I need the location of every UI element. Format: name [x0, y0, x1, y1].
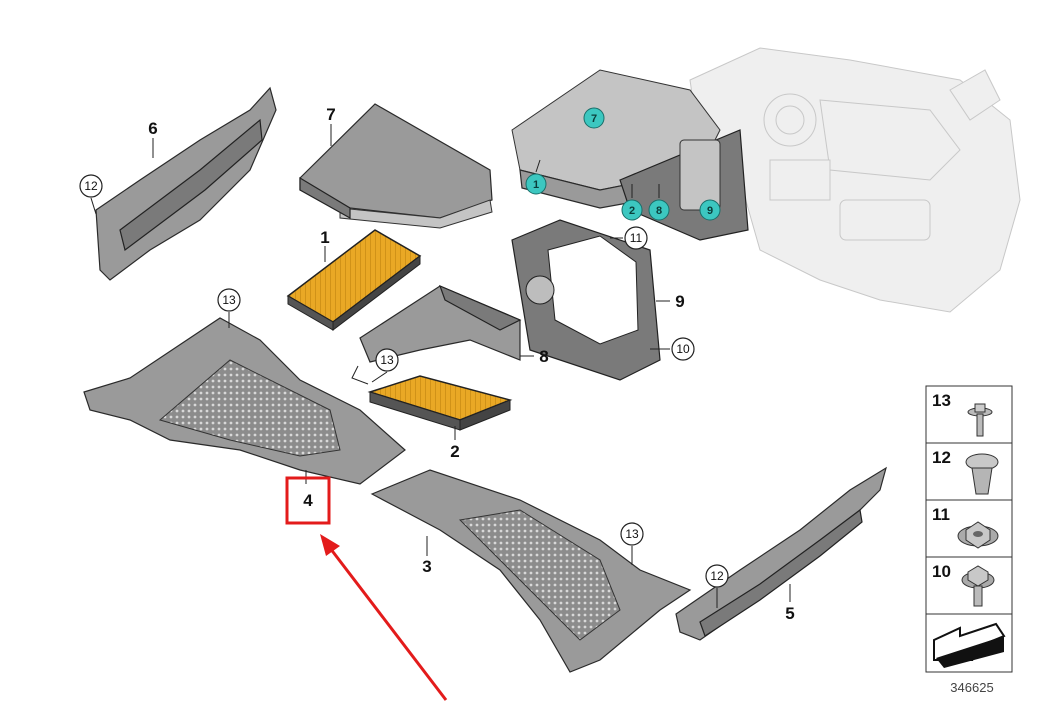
part-3-cowl-center: [370, 469, 692, 673]
part-label-7: 7: [326, 105, 335, 124]
part-label-2: 2: [450, 442, 459, 461]
direction-arrow-icon: [933, 622, 1006, 668]
callout-13-right-text: 13: [625, 527, 639, 541]
part-label-9: 9: [675, 292, 684, 311]
part-label-8: 8: [539, 347, 548, 366]
teal-marker-8-text: 8: [656, 205, 662, 217]
legend-row-12-label: 12: [932, 448, 951, 467]
teal-marker-1-text: 1: [533, 179, 539, 191]
teal-marker-7-text: 7: [591, 113, 597, 125]
fastener-legend: 13 12 11 10: [925, 385, 1013, 673]
part-label-3: 3: [422, 557, 431, 576]
teal-marker-2-text: 2: [629, 205, 635, 217]
callout-12-lower: 12: [705, 564, 729, 588]
callout-10-text: 10: [676, 342, 690, 356]
callout-10: 10: [671, 337, 695, 361]
teal-marker-8: 8: [648, 199, 670, 221]
legend-row-11-label: 11: [932, 505, 950, 524]
teal-marker-7: 7: [583, 107, 605, 129]
reference-number: 346625: [950, 680, 993, 695]
teal-marker-9-text: 9: [707, 205, 713, 217]
callout-12-lower-text: 12: [710, 569, 724, 583]
nut-icon: [957, 521, 999, 549]
teal-marker-9: 9: [699, 199, 721, 221]
callout-12-upper-text: 12: [84, 179, 98, 193]
part-1-cabin-filter: [286, 229, 422, 332]
part-2-filter: [367, 375, 513, 431]
legend-row-10-label: 10: [932, 562, 951, 581]
push-clip-icon: [965, 453, 999, 495]
callout-13-left: 13: [217, 288, 241, 312]
part-8-bracket: [351, 284, 522, 385]
callout-13-right: 13: [620, 522, 644, 546]
hvac-housing-ghost: [689, 47, 1021, 313]
callout-11-text: 11: [630, 231, 643, 245]
callout-13-mid: 13: [375, 348, 399, 372]
part-label-6: 6: [148, 119, 157, 138]
highlight-box: [285, 476, 331, 525]
part-labels: 6 7 1 8 9 2 4 3 5: [148, 105, 794, 623]
highlight-annotation: [285, 476, 448, 701]
part-label-1: 1: [320, 228, 329, 247]
callout-11: 11: [624, 226, 648, 250]
rivet-clip-icon: [967, 403, 993, 437]
part-4-cowl-left: [83, 317, 406, 485]
bolt-icon: [961, 565, 995, 607]
part-9-frame: [511, 219, 661, 381]
legend-row-13-label: 13: [932, 391, 951, 410]
part-5-rail: [675, 466, 887, 641]
highlight-arrow-head: [320, 534, 340, 556]
callout-13-left-text: 13: [222, 293, 236, 307]
part-label-4: 4: [303, 491, 313, 510]
highlight-arrow: [328, 547, 448, 701]
teal-marker-2: 2: [621, 199, 643, 221]
callout-13-mid-text: 13: [380, 353, 394, 367]
part-6-duct: [95, 86, 277, 281]
part-7-filter-cover: [299, 103, 493, 229]
part-label-5: 5: [785, 604, 794, 623]
callout-12-upper: 12: [79, 174, 103, 198]
teal-marker-1: 1: [525, 173, 547, 195]
